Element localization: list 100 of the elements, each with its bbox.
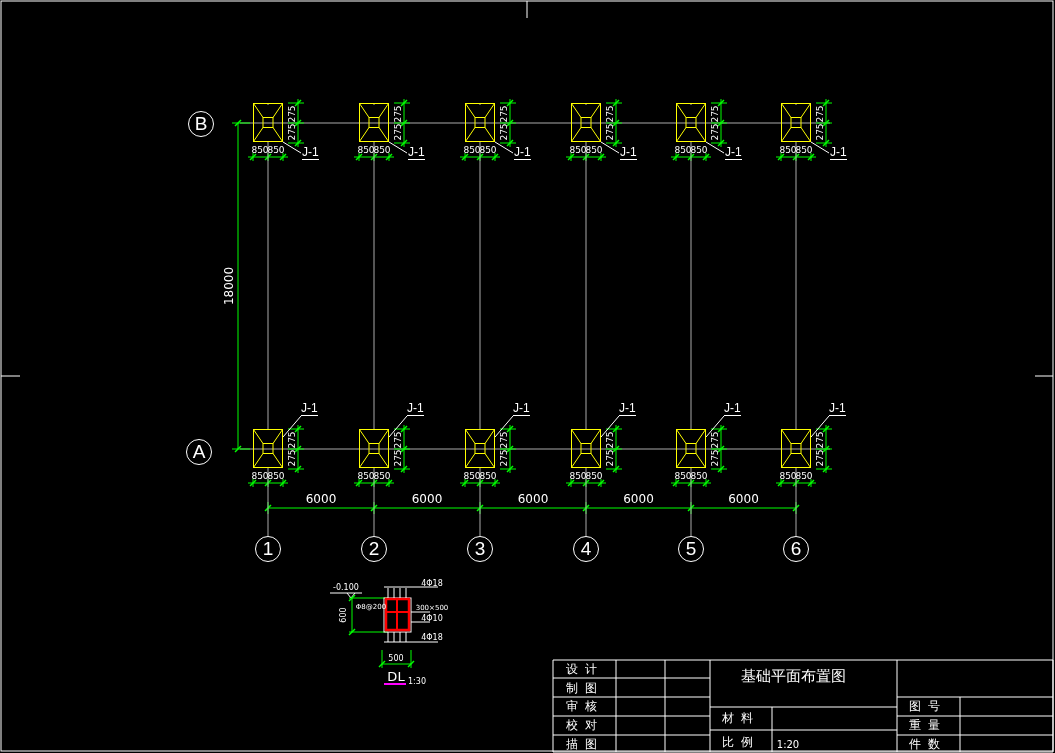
dimension-text: 850: [373, 145, 391, 155]
dimension-text: 850: [463, 471, 481, 481]
footing-pad: [781, 103, 811, 142]
table-cell: 描图: [565, 738, 605, 750]
dimension-text: 18000: [223, 266, 235, 306]
footing-pad: [465, 103, 495, 142]
dimension-text: 850: [479, 145, 497, 155]
table-cell: 1:20: [776, 740, 800, 750]
leader-line: [705, 141, 725, 154]
table-cell: 审核: [565, 700, 605, 712]
dimension-text: 275: [393, 105, 403, 123]
dimension-text: 275: [815, 123, 825, 141]
axis-line: [373, 467, 375, 537]
leader-line: [600, 141, 620, 154]
table-cell: 制图: [565, 682, 605, 694]
dimension-text: 850: [674, 145, 692, 155]
dimension-text: 275: [605, 123, 615, 141]
dimension-text: 850: [690, 145, 708, 155]
dimension-text: 275: [815, 105, 825, 123]
leader-line: [388, 415, 408, 438]
dimension-text: 275: [605, 431, 615, 449]
table-cell: 比例: [721, 736, 761, 748]
axis-line: [795, 141, 797, 430]
dimension-text: 850: [569, 471, 587, 481]
dimension-text: 850: [779, 145, 797, 155]
rebar-text: 4Φ18: [421, 580, 443, 588]
dimension-text: 850: [795, 471, 813, 481]
dimension-text: 850: [585, 145, 603, 155]
footing-tag: J-1: [620, 146, 637, 160]
leader-line: [810, 415, 830, 438]
axis-line: [479, 141, 481, 430]
footing-tag: J-1: [408, 146, 425, 160]
footing-pad: [465, 429, 495, 468]
dimension-text: 275: [287, 123, 297, 141]
footing-pad: [676, 429, 706, 468]
dimension-text: 275: [499, 105, 509, 123]
footing-pad: [781, 429, 811, 468]
dimension-text: 500: [388, 655, 404, 663]
footing-pad: [253, 429, 283, 468]
dimension-text: 275: [710, 431, 720, 449]
footing-tag: J-1: [725, 146, 742, 160]
dimension-text: 6000: [411, 493, 443, 505]
axis-line: [585, 141, 587, 430]
footing-tag: J-1: [830, 146, 847, 160]
dimension-text: 275: [393, 123, 403, 141]
dimension-text: 850: [569, 145, 587, 155]
dimension-text: 275: [815, 431, 825, 449]
dimension-text: 6000: [305, 493, 337, 505]
table-cell: 重量: [908, 719, 948, 731]
scale-text: 1:30: [408, 678, 426, 686]
footing-tag: J-1: [301, 402, 318, 416]
axis-line: [690, 467, 692, 537]
dimension-text: 275: [393, 431, 403, 449]
leader-line: [494, 141, 514, 154]
dimension-text: 850: [267, 471, 285, 481]
footing-tag: J-1: [514, 146, 531, 160]
dimension-text: 275: [287, 431, 297, 449]
footing-pad: [253, 103, 283, 142]
axis-line: [373, 141, 375, 430]
table-cell: 材料: [721, 712, 761, 724]
elevation-text: -0.100: [333, 584, 359, 592]
footing-pad: [676, 103, 706, 142]
footing-pad: [359, 103, 389, 142]
axis-line: [795, 467, 797, 537]
table-cell: 图号: [908, 700, 948, 712]
dimension-text: 6000: [623, 493, 654, 505]
dimension-text: 275: [499, 431, 509, 449]
dimension-text: 850: [585, 471, 603, 481]
axis-line: [479, 467, 481, 537]
leader-line: [282, 415, 302, 438]
dimension-text: 6000: [728, 493, 759, 505]
leader-line: [810, 141, 830, 154]
table-cell: 件数: [908, 738, 948, 750]
detail-title: DL: [387, 669, 405, 683]
dimension-text: 275: [499, 123, 509, 141]
axis-line: [267, 467, 269, 537]
dimension-text: 850: [779, 471, 797, 481]
dimension-text: 850: [251, 471, 269, 481]
dimension-text: 850: [357, 471, 375, 481]
footing-tag: J-1: [619, 402, 636, 416]
dimension-text: 275: [605, 105, 615, 123]
footing-tag: J-1: [302, 146, 319, 160]
dimension-text: 850: [795, 145, 813, 155]
drawing-title: 基础平面布置图: [740, 668, 846, 684]
dimension-text: 850: [251, 145, 269, 155]
footing-tag: J-1: [829, 402, 846, 416]
footing-pad: [571, 103, 601, 142]
leader-line: [705, 415, 725, 438]
footing-tag: J-1: [513, 402, 530, 416]
dimension-text: 6000: [517, 493, 549, 505]
dimension-text: 850: [463, 145, 481, 155]
dimension-text: 850: [373, 471, 391, 481]
dimension-text: 600: [340, 607, 348, 623]
footing-tag: J-1: [724, 402, 741, 416]
dimension-text: 850: [674, 471, 692, 481]
axis-line: [267, 141, 269, 430]
dimension-text: 275: [710, 105, 720, 123]
footing-pad: [571, 429, 601, 468]
footing-tag: J-1: [407, 402, 424, 416]
leader-line: [494, 415, 514, 438]
